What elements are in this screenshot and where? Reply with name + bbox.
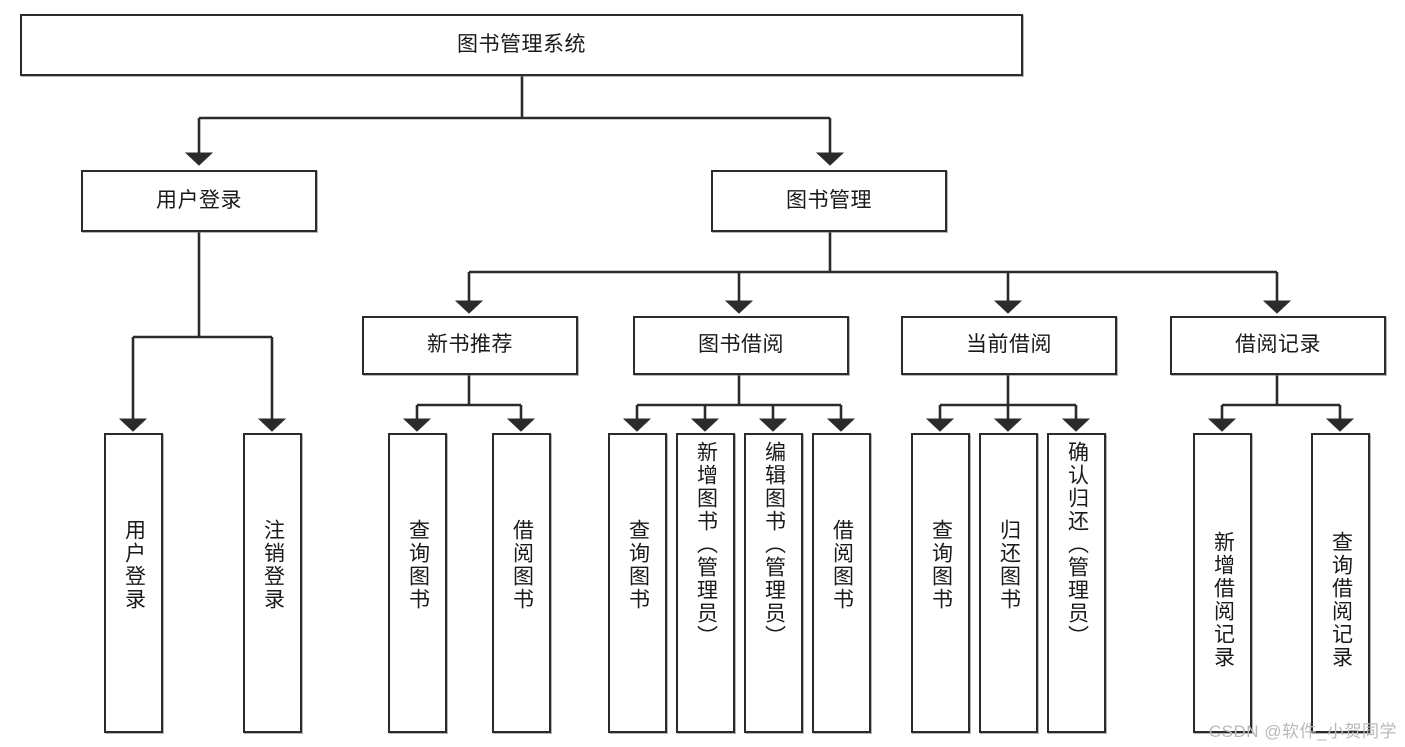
node-borrow-record-label: 借阅记录: [1235, 333, 1321, 357]
node-leaf-query-book-newbook[interactable]: 查询图书: [388, 433, 447, 733]
node-leaf-query-book-borrow[interactable]: 查询图书: [608, 433, 667, 733]
node-leaf-query-book-current[interactable]: 查询图书: [911, 433, 970, 733]
node-leaf-logout-label: 注销登录: [261, 519, 285, 611]
node-leaf-borrow-book-newbook-label: 借阅图书: [510, 519, 534, 611]
node-book-borrow-label: 图书借阅: [698, 333, 784, 357]
node-current-borrow-label: 当前借阅: [966, 333, 1052, 357]
node-leaf-query-borrow-record[interactable]: 查询借阅记录: [1311, 433, 1370, 733]
node-leaf-edit-book-admin-label: 编辑图书（管理员）: [762, 441, 786, 648]
node-leaf-query-book-current-label: 查询图书: [929, 519, 953, 611]
node-leaf-borrow-book-label: 借阅图书: [830, 519, 854, 611]
node-leaf-add-book-admin[interactable]: 新增图书（管理员）: [676, 433, 735, 733]
node-leaf-query-borrow-record-label: 查询借阅记录: [1329, 531, 1353, 669]
node-leaf-query-book-borrow-label: 查询图书: [626, 519, 650, 611]
node-new-book-recommend-label: 新书推荐: [427, 333, 513, 357]
node-leaf-confirm-return-admin[interactable]: 确认归还（管理员）: [1047, 433, 1106, 733]
node-root[interactable]: 图书管理系统: [20, 14, 1023, 76]
node-root-label: 图书管理系统: [457, 32, 586, 56]
node-book-management-label: 图书管理: [786, 188, 872, 212]
node-leaf-add-book-admin-label: 新增图书（管理员）: [694, 441, 718, 648]
node-leaf-borrow-book-newbook[interactable]: 借阅图书: [492, 433, 551, 733]
node-leaf-add-borrow-record-label: 新增借阅记录: [1211, 531, 1235, 669]
node-leaf-add-borrow-record[interactable]: 新增借阅记录: [1193, 433, 1252, 733]
node-leaf-confirm-return-admin-label: 确认归还（管理员）: [1065, 441, 1089, 648]
node-new-book-recommend[interactable]: 新书推荐: [362, 316, 578, 375]
node-leaf-logout[interactable]: 注销登录: [243, 433, 302, 733]
node-leaf-query-book-newbook-label: 查询图书: [406, 519, 430, 611]
node-leaf-return-book-label: 归还图书: [997, 519, 1021, 611]
node-user-login-label: 用户登录: [156, 188, 242, 212]
node-book-borrow[interactable]: 图书借阅: [633, 316, 849, 375]
node-leaf-user-login-label: 用户登录: [122, 519, 146, 611]
node-leaf-user-login[interactable]: 用户登录: [104, 433, 163, 733]
node-borrow-record[interactable]: 借阅记录: [1170, 316, 1386, 375]
node-leaf-edit-book-admin[interactable]: 编辑图书（管理员）: [744, 433, 803, 733]
node-user-login[interactable]: 用户登录: [81, 170, 317, 232]
node-leaf-return-book[interactable]: 归还图书: [979, 433, 1038, 733]
csdn-watermark: CSDN @软件_小贺同学: [1208, 722, 1397, 741]
node-leaf-borrow-book[interactable]: 借阅图书: [812, 433, 871, 733]
node-current-borrow[interactable]: 当前借阅: [901, 316, 1117, 375]
node-book-management[interactable]: 图书管理: [711, 170, 947, 232]
